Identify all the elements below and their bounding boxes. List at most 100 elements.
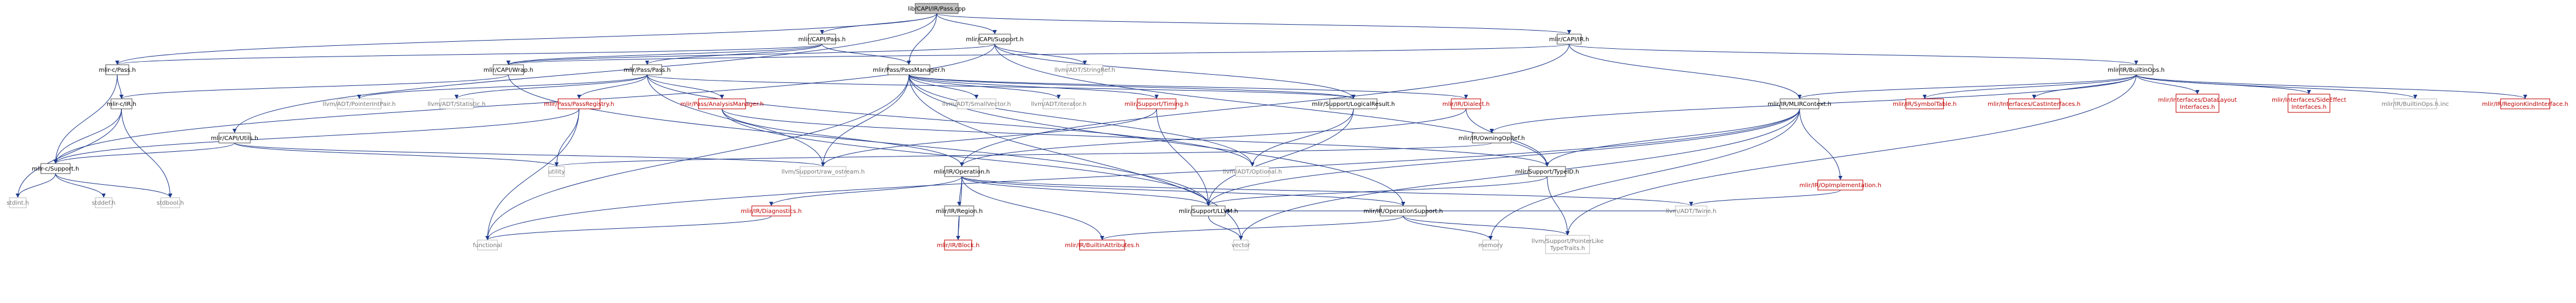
- node-logicalresult[interactable]: mlir/Support/LogicalResult.h: [1312, 98, 1395, 109]
- node-builtinattrs[interactable]: mlir/IR/BuiltinAttributes.h: [1065, 239, 1139, 251]
- edge-mlircontext-to-llvm-h: [1206, 108, 1800, 207]
- node-label: mlir/CAPI/Utils.h: [211, 135, 258, 142]
- node-castinterfaces[interactable]: mlir/Interfaces/CastInterfaces.h: [1987, 98, 2080, 109]
- node-label: mlir/IR/Operation.h: [934, 169, 990, 175]
- node-twine[interactable]: llvm/ADT/Twine.h: [1666, 205, 1717, 217]
- node-stddef[interactable]: stddef.h: [92, 197, 115, 208]
- node-typeid[interactable]: mlir/Support/TypeID.h: [1515, 166, 1579, 177]
- node-smallvector[interactable]: llvm/ADT/SmallVector.h: [942, 98, 1011, 109]
- node-label: mlir/IR/BuiltinAttributes.h: [1065, 242, 1139, 249]
- node-builtinops[interactable]: mlir/IR/BuiltinOps.h: [2108, 64, 2165, 75]
- node-pass-pass[interactable]: mlir/Pass/Pass.h: [624, 64, 671, 75]
- node-capi-ir[interactable]: mlir/CAPI/IR.h: [1549, 34, 1589, 45]
- node-operation[interactable]: mlir/IR/Operation.h: [934, 166, 990, 177]
- edge-pass-manager-to-logicalresult: [908, 74, 1355, 99]
- edge-capi-ir-to-mlircontext: [1568, 44, 1802, 99]
- node-box: [1451, 98, 1481, 109]
- edge-typeid-to-pointerliketypetraits: [1547, 176, 1570, 236]
- edge-capi-wrap-to-llvm-h: [508, 74, 1211, 207]
- node-box: [944, 205, 975, 217]
- edge-layer: [15, 13, 2527, 241]
- node-raw-ostream[interactable]: llvm/Support/raw_ostream.h: [782, 166, 865, 177]
- node-memory[interactable]: memory: [1478, 239, 1503, 251]
- edge-pass-manager-to-smallvector: [908, 74, 979, 99]
- node-label: mlir/Pass/AnalysisManager.h: [680, 101, 764, 108]
- node-box: [1233, 239, 1249, 251]
- node-regionkind[interactable]: mlir/IR/RegionKindInterface.h: [2482, 98, 2568, 109]
- node-mlirc-pass[interactable]: mlir-c/Pass.h: [99, 64, 136, 75]
- node-statistic[interactable]: llvm/ADT/Statistic.h: [427, 98, 486, 109]
- node-vector[interactable]: vector: [1232, 239, 1251, 251]
- node-mlirc-support[interactable]: mlir-c/Support.h: [32, 163, 79, 174]
- edge-passregistry-to-functional: [485, 108, 580, 241]
- node-timing[interactable]: mlir/Support/Timing.h: [1125, 98, 1189, 109]
- node-box: [1079, 239, 1125, 251]
- edge-capi-utils-to-utility: [234, 142, 559, 167]
- node-label: mlir-c/IR.h: [107, 101, 136, 108]
- edge-mlircontext-to-typeid: [1545, 108, 1800, 167]
- node-region[interactable]: mlir/IR/Region.h: [936, 205, 983, 217]
- node-functional[interactable]: functional: [473, 239, 502, 251]
- edge-capi-ir-to-operation: [959, 44, 1570, 167]
- node-mlirc-ir[interactable]: mlir-c/IR.h: [107, 98, 137, 109]
- node-owningopref[interactable]: mlir/IR/OwningOpRef.h: [1458, 132, 1525, 144]
- node-label: mlir/Pass/PassRegistry.h: [544, 101, 614, 108]
- edge-logicalresult-to-optional: [1250, 108, 1354, 167]
- node-utility[interactable]: utility: [548, 166, 565, 177]
- node-capi-pass[interactable]: mlir/CAPI/Pass.h: [798, 34, 846, 45]
- node-root[interactable]: lib/CAPI/IR/Pass.cpp: [908, 3, 966, 14]
- node-iterator[interactable]: llvm/ADT/iterator.h: [1031, 98, 1086, 109]
- node-stdbool[interactable]: stdbool.h: [157, 197, 184, 208]
- node-block[interactable]: mlir/IR/Block.h: [937, 239, 980, 251]
- edge-capi-utils-to-raw-ostream: [234, 142, 825, 167]
- edge-builtinops-to-regionkind: [2136, 74, 2527, 99]
- node-label: memory: [1478, 242, 1503, 249]
- edge-mlirc-support-to-stdint: [15, 173, 56, 198]
- node-capi-wrap[interactable]: mlir/CAPI/Wrap.h: [484, 64, 534, 75]
- node-box: [9, 197, 26, 208]
- node-builtinops-inc[interactable]: mlir/IR/BuiltinOps.h.inc: [2382, 98, 2449, 109]
- edge-pass-manager-to-operationsupport: [908, 74, 1405, 207]
- edge-pass-pass-to-statistic: [454, 74, 648, 99]
- node-box: [218, 132, 251, 144]
- node-mlircontext[interactable]: mlir/IR/MLIRContext.h: [1768, 98, 1832, 109]
- node-dialect[interactable]: mlir/IR/Dialect.h: [1442, 98, 1490, 109]
- node-pass-manager[interactable]: mlir/Pass/PassManager.h: [873, 64, 945, 75]
- edge-passregistry-to-utility: [554, 108, 580, 167]
- node-label: mlir/IR/BuiltinOps.h: [2108, 67, 2165, 74]
- node-box: [1545, 235, 1590, 254]
- node-symboltable[interactable]: mlir/IR/SymbolTable.h: [1893, 98, 1957, 109]
- edge-mlirc-pass-to-mlirc-support: [53, 74, 118, 164]
- edge-mlircontext-to-vector: [1238, 108, 1800, 241]
- node-label: Interfaces.h: [2292, 104, 2327, 111]
- node-capi-support[interactable]: mlir/CAPI/Support.h: [966, 34, 1023, 45]
- node-opimpl[interactable]: mlir/IR/OpImplementation.h: [1799, 179, 1882, 191]
- node-pointerintpair[interactable]: llvm/ADT/PointerIntPair.h: [323, 98, 395, 109]
- node-analysismanager[interactable]: mlir/Pass/AnalysisManager.h: [680, 98, 764, 109]
- node-box: [1136, 98, 1176, 109]
- edge-builtinops-to-mlircontext: [1797, 74, 2137, 99]
- node-stringref[interactable]: llvm/ADT/StringRef.h: [1055, 64, 1115, 75]
- node-optional[interactable]: llvm/ADT/Optional.h: [1223, 166, 1282, 177]
- node-stdint[interactable]: stdint.h: [6, 197, 29, 208]
- node-llvm-h[interactable]: mlir/Support/LLVM.h: [1179, 205, 1238, 217]
- node-box: [1905, 98, 1944, 109]
- node-label: mlir/IR/BuiltinOps.h.inc: [2382, 101, 2449, 108]
- node-label: mlir/IR/OpImplementation.h: [1799, 182, 1881, 189]
- node-box: [548, 166, 565, 177]
- node-passregistry[interactable]: mlir/Pass/PassRegistry.h: [544, 98, 614, 109]
- node-label: stdint.h: [6, 200, 29, 207]
- edge-operation-to-builtinattrs: [961, 176, 1105, 241]
- node-box: [2393, 98, 2437, 109]
- node-box: [557, 98, 601, 109]
- node-diagnostics[interactable]: mlir/IR/Diagnostics.h: [741, 205, 802, 217]
- node-label: mlir/Interfaces/SideEffect: [2272, 97, 2346, 104]
- node-operationsupport[interactable]: mlir/IR/OperationSupport.h: [1364, 205, 1443, 217]
- node-box: [1557, 34, 1582, 45]
- node-label: mlir/CAPI/Wrap.h: [484, 67, 534, 74]
- node-label: mlir/IR/Diagnostics.h: [741, 208, 802, 215]
- node-capi-utils[interactable]: mlir/CAPI/Utils.h: [211, 132, 258, 144]
